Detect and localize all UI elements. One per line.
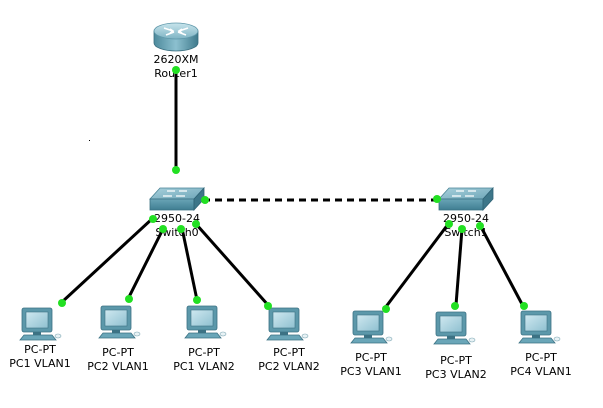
device-name-label: PC1 VLAN1 [9, 357, 70, 370]
pc-screen [25, 311, 49, 329]
link-switch0-pc_a[interactable] [60, 216, 155, 304]
link-switch0-pc_d[interactable] [194, 223, 270, 306]
links-layer [60, 70, 525, 309]
devices-layer: 2620XMRouter12950-24Switch02950-24Switch… [9, 22, 572, 381]
device-model-label: PC-PT [102, 346, 134, 359]
pc-screen [272, 311, 296, 329]
port-status-light [476, 222, 484, 230]
mouse-icon [553, 336, 561, 342]
pc-icon [518, 310, 561, 344]
mouse-icon [468, 337, 476, 343]
pc-icon [350, 310, 393, 344]
pc-icon [433, 311, 476, 345]
port-status-light [193, 296, 201, 304]
port-status-light [433, 195, 441, 203]
port-status-light [177, 225, 185, 233]
pc-screen [104, 309, 128, 327]
link-switch1-pc_e[interactable] [383, 222, 451, 309]
port-status-light [149, 215, 157, 223]
port-status-light [445, 220, 453, 228]
device-router1[interactable]: 2620XMRouter1 [153, 22, 199, 80]
port-status-light [192, 220, 200, 228]
switch-arrows-icon [163, 190, 187, 197]
device-model-label: 2950-24 [154, 212, 200, 225]
device-name-label: Switch1 [444, 226, 487, 239]
port-status-light [172, 166, 180, 174]
device-model-label: PC-PT [273, 346, 305, 359]
link-switch0-pc_b[interactable] [126, 228, 165, 300]
pc-icon [184, 305, 227, 339]
device-model-label: PC-PT [525, 351, 557, 364]
router-icon [153, 22, 199, 52]
mouse-icon [301, 333, 309, 339]
switch-icon [438, 186, 494, 212]
pc-screen [524, 314, 548, 332]
mouse-icon [54, 333, 62, 339]
device-model-label: PC-PT [188, 346, 220, 359]
device-name-label: PC1 VLAN2 [173, 360, 234, 373]
device-model-label: 2950-24 [443, 212, 489, 225]
device-model-label: 2620XM [153, 53, 198, 66]
mouse-icon [219, 331, 227, 337]
pc-icon [266, 307, 309, 341]
router-arrows-icon [163, 27, 189, 36]
pc-screen [190, 309, 214, 327]
device-model-label: PC-PT [355, 351, 387, 364]
port-status-light [58, 299, 66, 307]
device-model-label: PC-PT [440, 354, 472, 367]
device-name-label: PC2 VLAN2 [258, 360, 319, 373]
port-status-light [520, 302, 528, 310]
pc-icon [98, 305, 141, 339]
link-switch0-pc_c[interactable] [180, 227, 199, 301]
device-name-label: PC4 VLAN1 [510, 365, 571, 378]
port-status-light [382, 305, 390, 313]
switch-arrows-icon [452, 190, 476, 197]
device-name-label: PC2 VLAN1 [87, 360, 148, 373]
port-status-light [451, 302, 459, 310]
port-status-light [125, 295, 133, 303]
port-status-light [201, 196, 209, 204]
device-name-label: PC3 VLAN1 [340, 365, 401, 378]
link-switch1-pc_f[interactable] [454, 228, 464, 306]
port-status-light [172, 66, 180, 74]
device-name-label: PC3 VLAN2 [425, 368, 486, 381]
pc-screen [356, 314, 380, 332]
mouse-icon [133, 331, 141, 337]
ports-layer [58, 66, 528, 313]
link-switch1-pc_g[interactable] [478, 224, 525, 307]
pc-screen [439, 315, 463, 333]
port-status-light [159, 225, 167, 233]
port-status-light [458, 225, 466, 233]
switch-icon [149, 186, 205, 212]
port-status-light [264, 302, 272, 310]
mouse-icon [385, 336, 393, 342]
pc-icon [19, 307, 62, 341]
canvas-artifact-dot [89, 140, 90, 141]
device-model-label: PC-PT [24, 343, 56, 356]
